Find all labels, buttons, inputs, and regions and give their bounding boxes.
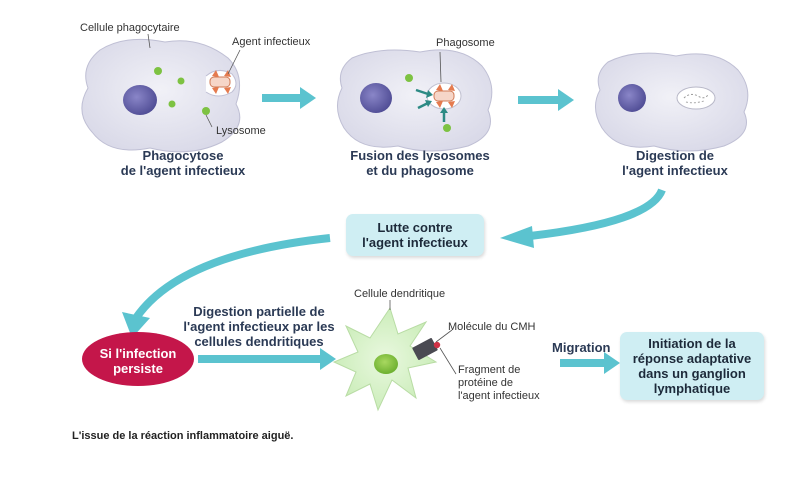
figure-caption: L'issue de la réaction inflammatoire aig… — [72, 430, 294, 442]
step-digestion-line2: l'agent infectieux — [622, 163, 728, 178]
infectious-agent-2 — [433, 84, 455, 108]
lysosome-dot — [202, 107, 210, 115]
step-fusion-line2: et du phagosome — [366, 163, 474, 178]
label-fragment-line3: l'agent infectieux — [458, 390, 540, 402]
box-initiation-line1: Initiation de la — [648, 336, 736, 351]
arrow-to-dendritic — [198, 348, 336, 370]
box-initiation: Initiation de la réponse adaptative dans… — [620, 332, 764, 400]
step-digestion-line1: Digestion de — [635, 148, 714, 163]
step-partial-line2: l'agent infectieux par les — [183, 319, 335, 334]
box-initiation-line2: réponse adaptative — [632, 351, 752, 366]
phagocyte-cell-2 — [337, 49, 493, 152]
lysosome-dot — [177, 77, 185, 85]
label-fragment: Fragment de protéine de l'agent infectie… — [458, 364, 540, 403]
step-partial-line1: Digestion partielle de — [193, 304, 325, 319]
persist-oval — [82, 332, 194, 386]
nucleus-1 — [123, 85, 157, 115]
lysosome-dot — [154, 67, 162, 75]
label-fragment-line1: Fragment de — [458, 364, 521, 376]
box-initiation-line4: lymphatique — [653, 381, 731, 396]
box-initiation-line3: dans un ganglion — [638, 366, 746, 381]
step-fusion-line1: Fusion des lysosomes — [350, 148, 490, 163]
phagocyte-cell-3 — [595, 52, 749, 152]
dendritic-nucleus — [374, 354, 398, 374]
nucleus-3 — [618, 84, 646, 112]
arrow-migration — [560, 352, 620, 374]
arrow-to-persiste — [122, 234, 331, 338]
nucleus-2 — [360, 83, 392, 113]
persist-label: Si l'infection persiste — [82, 346, 194, 376]
arrow-1 — [262, 87, 316, 109]
persist-line2: persiste — [113, 361, 163, 376]
mhc-molecule — [412, 338, 441, 360]
step-phagocytose: Phagocytose de l'agent infectieux — [108, 148, 258, 178]
arrow-to-lutte — [500, 188, 666, 248]
lysosome-dot — [405, 74, 413, 82]
box-lutte-line2: l'agent infectieux — [362, 235, 468, 250]
phagocyte-cell-1 — [81, 33, 241, 153]
step-phagocytose-line2: de l'agent infectieux — [120, 163, 246, 178]
step-partial-line3: cellules dendritiques — [194, 334, 324, 349]
step-partial: Digestion partielle de l'agent infectieu… — [174, 304, 344, 349]
box-lutte: Lutte contre l'agent infectieux — [346, 214, 484, 256]
step-phagocytose-line1: Phagocytose — [142, 148, 224, 163]
label-fragment-line2: protéine de — [458, 377, 514, 389]
step-digestion: Digestion de l'agent infectieux — [600, 148, 750, 178]
label-phagocyte: Cellule phagocytaire — [80, 22, 180, 34]
arrow-2 — [518, 89, 574, 111]
lysosome-dot — [168, 100, 176, 108]
digested-phagosome — [676, 86, 716, 110]
label-lysosome: Lysosome — [216, 125, 266, 137]
label-phagosome: Phagosome — [436, 37, 495, 49]
box-lutte-line1: Lutte contre — [377, 220, 453, 235]
lysosome-dot — [443, 124, 451, 132]
label-agent: Agent infectieux — [232, 36, 311, 48]
persist-line1: Si l'infection — [99, 346, 177, 361]
infectious-agent-1 — [209, 70, 231, 94]
step-fusion: Fusion des lysosomes et du phagosome — [340, 148, 500, 178]
dendritic-cell — [332, 300, 457, 412]
label-cmh: Molécule du CMH — [448, 321, 536, 333]
label-migration: Migration — [552, 340, 611, 355]
label-dendritic: Cellule dendritique — [354, 288, 446, 300]
